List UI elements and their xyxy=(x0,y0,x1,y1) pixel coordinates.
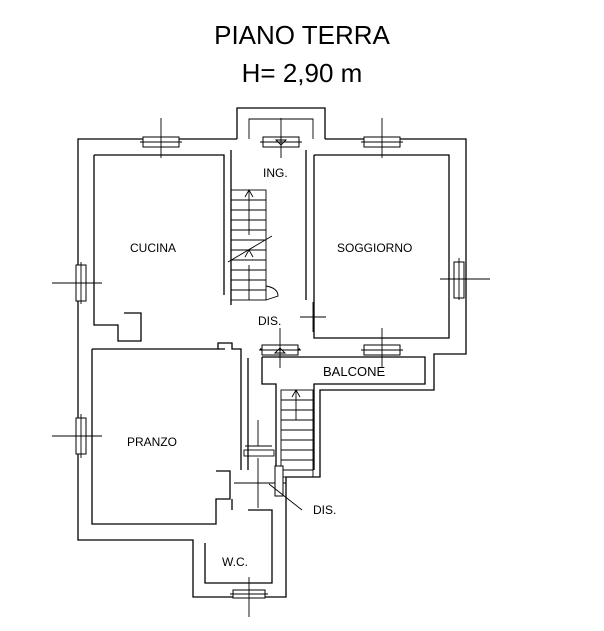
interior-staircase xyxy=(227,189,279,301)
plan-title: PIANO TERRA xyxy=(214,20,390,50)
windows xyxy=(52,118,490,617)
balcony-staircase xyxy=(280,389,314,478)
inner-partitions xyxy=(204,150,426,584)
room-label-balcone: BALCONE xyxy=(323,364,385,379)
room-label-ingresso: ING. xyxy=(263,166,288,180)
room-label-disimpegno: DIS. xyxy=(258,314,281,328)
room-label-disimpegno-2: DIS. xyxy=(313,503,336,517)
plan-height-subtitle: H= 2,90 m xyxy=(241,58,363,88)
room-label-pranzo: PRANZO xyxy=(127,435,177,449)
room-label-cucina: CUCINA xyxy=(130,241,176,255)
room-label-soggiorno: SOGGIORNO xyxy=(337,241,412,255)
room-label-wc: W.C. xyxy=(222,555,248,569)
